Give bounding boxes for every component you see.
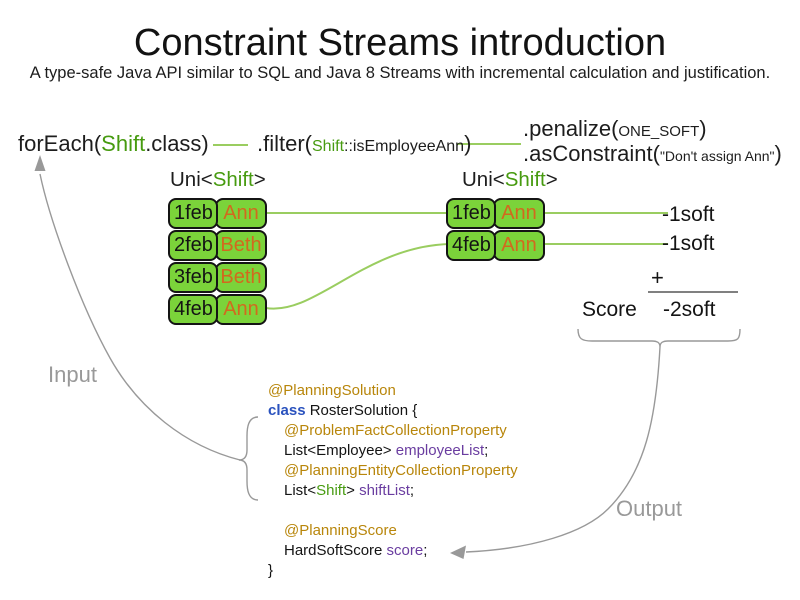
- code-segment-field: shiftList: [359, 482, 410, 499]
- shift-employee-cell: Ann: [215, 294, 267, 325]
- output-arrowhead-icon: [450, 545, 466, 559]
- penalize-prefix: .penalize(: [523, 116, 619, 141]
- filter-expression: .filter(Shift::isEmployeeAnn): [257, 131, 471, 157]
- foreach-type: Shift: [101, 131, 146, 156]
- foreach-suffix: .class): [145, 131, 209, 156]
- shift-employee-cell: Ann: [215, 198, 267, 229]
- code-line: @ProblemFactCollectionProperty: [268, 421, 518, 441]
- input-label: Input: [48, 362, 97, 387]
- foreach-prefix: forEach(: [18, 131, 102, 156]
- code-segment-type: Shift: [316, 482, 347, 499]
- asconstraint-suffix: ): [774, 141, 782, 166]
- connector-4feb-left-right: [265, 243, 451, 310]
- shift-date-cell: 1feb: [446, 198, 496, 229]
- shift-employee-cell: Ann: [493, 230, 545, 261]
- code-segment-keyword: class: [268, 402, 306, 419]
- input-arrow-curve: [39, 173, 241, 461]
- match-score-1: -1soft: [662, 203, 715, 226]
- code-segment-annotation: @PlanningScore: [284, 522, 397, 539]
- code-segment-field: score: [386, 542, 424, 559]
- code-segment-plain: ;: [423, 542, 428, 559]
- shift-date-cell: 3feb: [168, 262, 218, 293]
- input-arrowhead-icon: [34, 155, 46, 171]
- shift-date-cell: 1feb: [168, 198, 218, 229]
- code-segment-annotation: @PlanningEntityCollectionProperty: [284, 462, 518, 479]
- penalize-arg: ONE_SOFT: [618, 123, 700, 140]
- code-line: List<Employee> employeeList;: [268, 441, 518, 461]
- code-segment-plain: ;: [409, 482, 415, 499]
- output-arrow-curve: [465, 346, 661, 553]
- code-line: }: [268, 561, 518, 581]
- code-line: List<Shift> shiftList;: [268, 481, 518, 501]
- foreach-expression: forEach(Shift.class): [18, 131, 209, 157]
- penalize-expression: .penalize(ONE_SOFT): [523, 116, 707, 142]
- code-segment-plain: HardSoftScore: [284, 542, 387, 559]
- code-segment-annotation: @PlanningSolution: [268, 382, 396, 399]
- code-segment-plain: }: [268, 562, 274, 579]
- match-score-2: -1soft: [662, 232, 715, 255]
- shift-employee-cell: Beth: [215, 262, 267, 293]
- asconstraint-prefix: .asConstraint(: [523, 141, 660, 166]
- page-subtitle: A type-safe Java API similar to SQL and …: [29, 64, 771, 82]
- code-line: class RosterSolution {: [268, 401, 518, 421]
- code-line: @PlanningScore: [268, 521, 518, 541]
- penalize-suffix: ): [699, 116, 707, 141]
- shift-date-cell: 4feb: [168, 294, 218, 325]
- right-stream-label-suffix: >: [545, 168, 558, 191]
- shift-date-cell: 4feb: [446, 230, 496, 261]
- filter-suffix: ): [464, 131, 472, 156]
- shift-employee-cell: Ann: [493, 198, 545, 229]
- score-label: Score: [582, 298, 637, 321]
- output-brace: [577, 328, 741, 348]
- asconstraint-arg: "Don't assign Ann": [659, 148, 775, 164]
- code-line: [268, 501, 518, 521]
- right-stream-label: Uni<Shift>: [462, 168, 558, 192]
- code-brace: [238, 416, 259, 501]
- asconstraint-expression: .asConstraint("Don't assign Ann"): [523, 141, 782, 167]
- code-segment-plain: RosterSolution {: [305, 402, 418, 419]
- code-line: HardSoftScore score;: [268, 541, 518, 561]
- filter-arg-rest: ::isEmployeeAnn: [344, 138, 465, 155]
- code-segment-annotation: @ProblemFactCollectionProperty: [284, 422, 507, 439]
- code-segment-field: employeeList: [395, 442, 485, 459]
- code-segment-plain: >: [346, 482, 360, 499]
- code-line: @PlanningEntityCollectionProperty: [268, 461, 518, 481]
- total-score: -2soft: [663, 298, 716, 321]
- code-segment-plain: List<Employee>: [284, 442, 396, 459]
- left-stream-label: Uni<Shift>: [170, 168, 266, 192]
- output-label: Output: [616, 496, 683, 521]
- shift-date-cell: 2feb: [168, 230, 218, 261]
- right-stream-label-prefix: Uni<: [462, 168, 505, 191]
- filter-arg-type: Shift: [312, 138, 345, 155]
- left-stream-label-type: Shift: [212, 168, 254, 191]
- left-stream-label-suffix: >: [253, 168, 266, 191]
- shift-employee-cell: Beth: [215, 230, 267, 261]
- code-segment-plain: ;: [484, 442, 489, 459]
- right-stream-label-type: Shift: [504, 168, 546, 191]
- code-line: @PlanningSolution: [268, 381, 518, 401]
- page-title: Constraint Streams introduction: [133, 22, 667, 64]
- code-segment-plain: List<: [284, 482, 317, 499]
- left-stream-label-prefix: Uni<: [170, 168, 213, 191]
- filter-prefix: .filter(: [257, 131, 312, 156]
- plus-sign: +: [651, 265, 664, 290]
